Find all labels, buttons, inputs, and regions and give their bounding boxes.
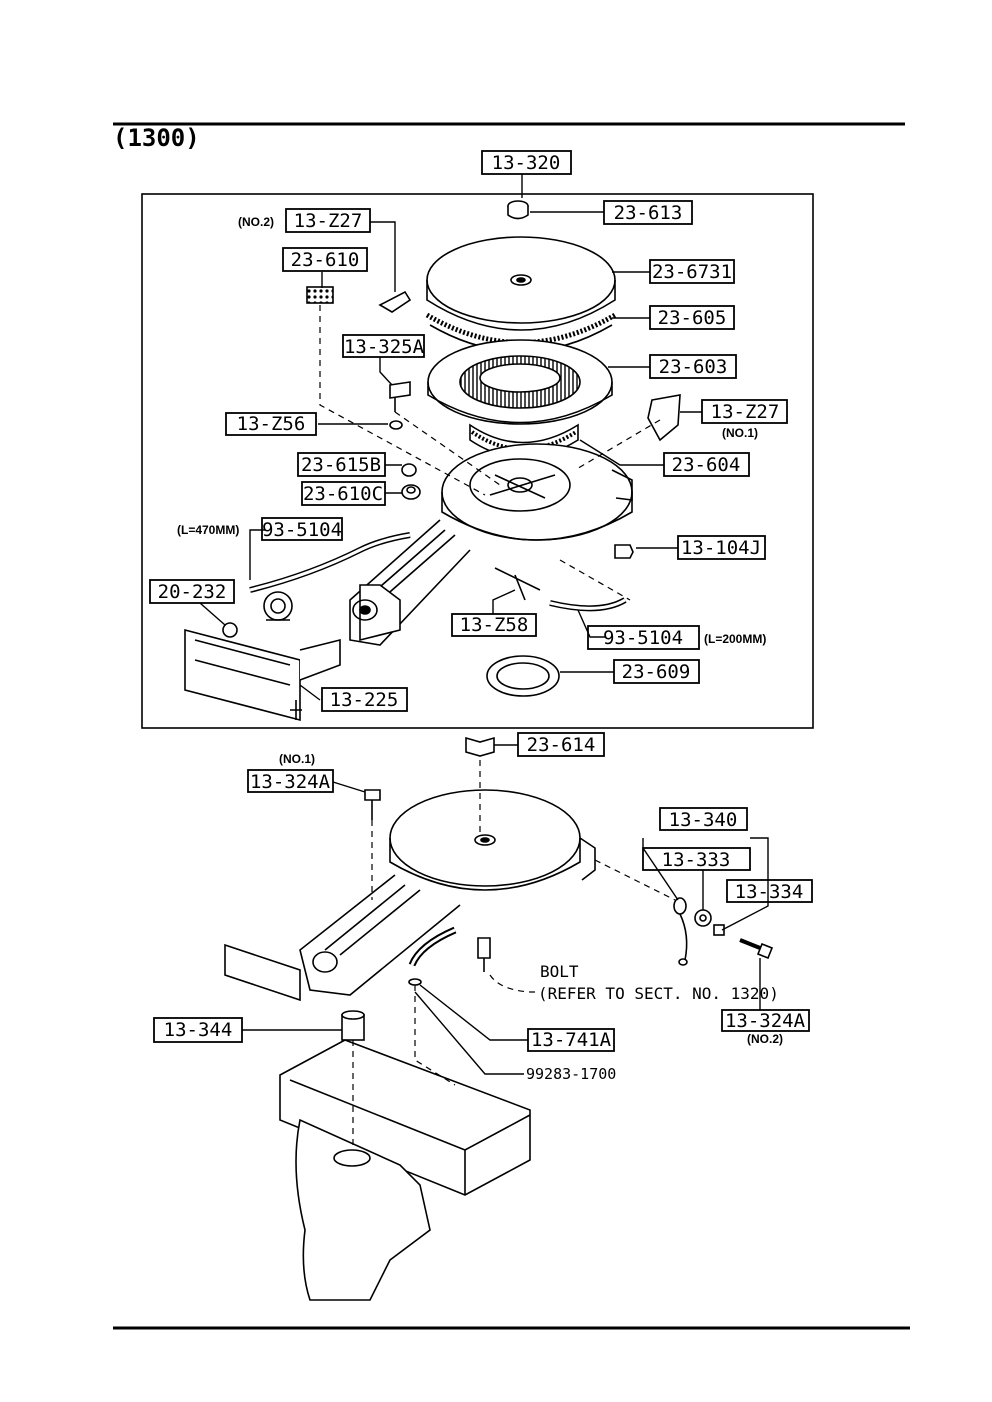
label-23-609: 23-609 [622, 661, 691, 683]
bolt-label: BOLT [540, 962, 579, 981]
label-13-325a: 13-325A [344, 336, 425, 358]
upper-guide-lines [319, 305, 661, 601]
label-13-333: 13-333 [662, 849, 731, 871]
label-boxes [149, 150, 813, 1052]
label-93-5104-b: 93-5104 [603, 627, 683, 649]
label-13-z27-no1: 13-Z27 [711, 401, 780, 423]
upper-assembly-drawing [184, 200, 681, 722]
bolt-reference: (REFER TO SECT. NO. 1320) [538, 984, 779, 1003]
label-23-613: 23-613 [614, 202, 683, 224]
label-13-z27-no2: 13-Z27 [294, 210, 363, 232]
label-13-334: 13-334 [735, 881, 804, 903]
label-23-614: 23-614 [527, 734, 596, 756]
lower-guide-lines [352, 760, 676, 1150]
note-no2-top: (NO.2) [238, 215, 274, 229]
label-13-104j: 13-104J [681, 537, 761, 559]
label-23-615b: 23-615B [301, 454, 381, 476]
label-13-320: 13-320 [492, 152, 561, 174]
label-20-232: 20-232 [158, 581, 227, 603]
label-13-741a: 13-741A [531, 1029, 612, 1051]
label-13-340: 13-340 [669, 809, 738, 831]
label-texts: 13-320 23-613 (NO.2) 13-Z27 23-610 23-67… [158, 152, 806, 1083]
label-93-5104-a: 93-5104 [262, 519, 342, 541]
label-13-324a-no1: 13-324A [250, 771, 331, 793]
label-23-605: 23-605 [658, 307, 727, 329]
label-13-344: 13-344 [164, 1019, 233, 1041]
note-no1-right: (NO.1) [722, 426, 758, 440]
upper-assembly-frame [141, 193, 814, 729]
note-length-470: (L=470MM) [177, 523, 239, 537]
label-23-610c: 23-610C [303, 483, 383, 505]
note-no2-lower: (NO.2) [747, 1032, 783, 1046]
label-23-604: 23-604 [672, 454, 741, 476]
label-13-z56: 13-Z56 [237, 413, 306, 435]
note-length-200: (L=200MM) [704, 632, 766, 646]
leader-lines [199, 174, 769, 1075]
label-99283-1700: 99283-1700 [526, 1065, 616, 1083]
label-13-225: 13-225 [330, 689, 399, 711]
label-23-603: 23-603 [659, 356, 728, 378]
section-title: (1300) [113, 124, 200, 152]
label-23-610: 23-610 [291, 249, 360, 271]
label-13-324a-no2: 13-324A [725, 1010, 806, 1032]
note-no1-lower: (NO.1) [279, 752, 315, 766]
lower-assembly-drawing [224, 736, 774, 1301]
label-13-z58: 13-Z58 [460, 614, 529, 636]
label-23-6731: 23-6731 [652, 261, 732, 283]
